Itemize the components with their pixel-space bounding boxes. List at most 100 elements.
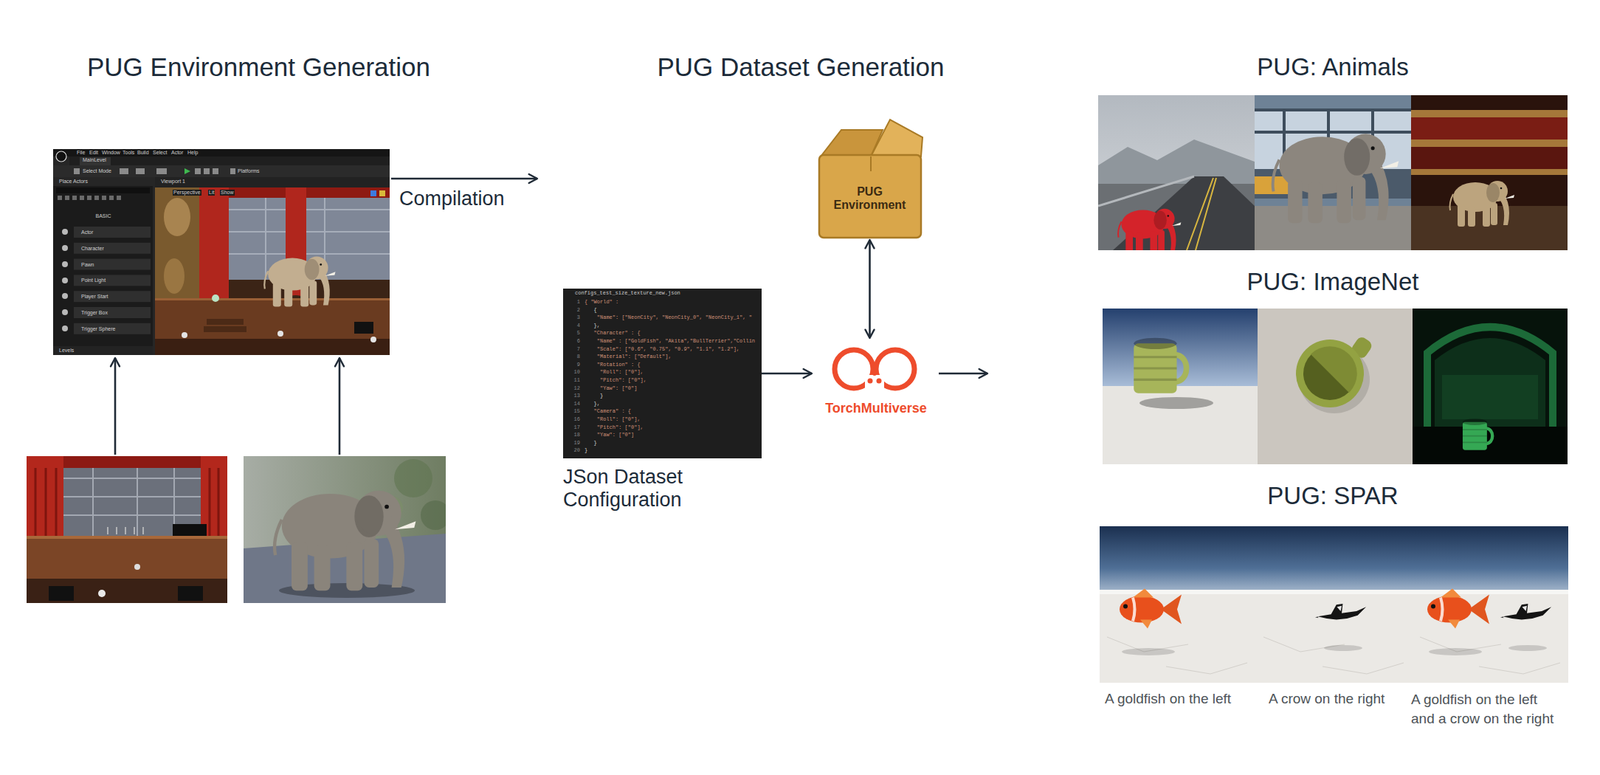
actor-list-item: Trigger Sphere: [81, 326, 116, 333]
menu-item: Build: [137, 149, 150, 156]
flow-arrow: [938, 372, 988, 375]
line-number: 8: [577, 353, 581, 361]
stage-image: [98, 589, 106, 598]
animals-image: [1098, 95, 1255, 254]
logo-mark: [872, 371, 877, 376]
editor-screenshot: [61, 245, 68, 251]
section-title: PUG Dataset Generation: [656, 51, 944, 83]
line-number: 14: [574, 400, 581, 408]
line-number: 17: [574, 424, 581, 431]
code-line: "Yaw": ["0"]: [597, 431, 634, 439]
panel-title: PUG: Animals: [1256, 52, 1409, 82]
code-line: },: [594, 400, 600, 408]
imagenet-image: [1434, 338, 1546, 427]
animals-image: [1254, 95, 1412, 251]
animals-image: [1411, 117, 1568, 140]
imagenet-image: [1257, 308, 1413, 465]
panel-heading: JSon Dataset Configuration: [563, 465, 757, 512]
spar-image: [1500, 603, 1552, 620]
flow-arrow: [391, 177, 538, 181]
code-line: },: [594, 322, 600, 330]
spar-image: [1427, 588, 1490, 629]
spar-image: [1119, 588, 1182, 629]
editor-screenshot: [61, 228, 68, 332]
section-title: PUG Environment Generation: [87, 51, 431, 83]
package-icon: [819, 119, 923, 238]
editor-screenshot: [101, 195, 107, 200]
package-icon: [819, 154, 922, 238]
editor-screenshot: [277, 330, 284, 337]
code-line: }: [594, 439, 598, 447]
list-heading: BASIC: [95, 213, 111, 220]
spar-image: [1107, 636, 1248, 674]
code-line: {: [594, 307, 598, 314]
animals-image: [1411, 109, 1568, 118]
logo-mark: [864, 374, 885, 395]
logo-mark: [834, 349, 915, 395]
editor-screenshot: [184, 168, 191, 175]
flow-arrow: [338, 357, 341, 455]
editor-screenshot: [73, 226, 151, 238]
connector-arrow: [761, 372, 812, 375]
stage-image: [26, 578, 228, 603]
code-line: "Rotation" : {: [597, 361, 641, 369]
spar-image: [1099, 589, 1257, 595]
editor-screenshot: [53, 177, 153, 186]
file-name: configs_test_size_texture_new.json: [574, 290, 681, 297]
spar-image: [1412, 526, 1569, 597]
editor-screenshot: [354, 321, 374, 334]
editor-screenshot: [73, 274, 151, 286]
editor-screenshot: [181, 294, 377, 343]
editor-screenshot: [212, 168, 219, 175]
line-number: 20: [574, 447, 581, 454]
editor-screenshot: [154, 338, 390, 355]
logo-node: TorchMultiverse: [811, 338, 941, 421]
line-number: 2: [577, 307, 581, 314]
package-icon: [870, 156, 872, 172]
code-line: "Roll": ["0"],: [600, 369, 644, 376]
stage-image: [177, 585, 203, 601]
editor-screenshot: [264, 256, 336, 307]
editor-screenshot: [119, 168, 129, 175]
editor-screenshot: [379, 190, 386, 197]
toolbar-item: Platforms: [237, 168, 260, 175]
editor-screenshot: [154, 187, 390, 355]
spar-image: [1099, 526, 1257, 683]
editor-screenshot: [181, 332, 188, 339]
viewport-option: Perspective: [172, 189, 202, 196]
panel-tab: Levels: [59, 347, 74, 354]
panel-tab: Viewport 1: [160, 178, 186, 185]
animals-image: [1254, 205, 1412, 251]
imagenet-image: [1133, 338, 1186, 394]
editor-screenshot: [230, 168, 236, 175]
flow-arrow: [115, 178, 988, 455]
editor-screenshot: [154, 187, 390, 355]
editor-screenshot: [211, 294, 220, 302]
image-caption: A goldfish on the left and a crow on the…: [1411, 690, 1563, 729]
elephant-image: [394, 459, 433, 498]
elephant-image: [243, 456, 446, 603]
editor-screenshot: [56, 151, 67, 162]
animals-image: [1411, 95, 1568, 251]
panel-tab: Place Actors: [59, 178, 88, 185]
connector-arrow: [868, 239, 871, 339]
editor-screenshot: [154, 177, 390, 188]
imagenet-image: [1310, 346, 1358, 393]
line-number: 7: [577, 346, 581, 353]
spar-image: [1256, 526, 1413, 597]
code-line: "Material": ["Default"],: [597, 353, 672, 361]
spar-image: [1256, 589, 1413, 595]
editor-screenshot: [370, 190, 377, 197]
spar-image: [1263, 636, 1404, 674]
imagenet-image: [1303, 346, 1357, 400]
editor-screenshot: [73, 168, 80, 175]
editor-screenshot: [72, 195, 77, 200]
editor-screenshot: [73, 307, 151, 319]
code-line: "Pitch": ["0"],: [600, 377, 647, 384]
actor-list-item: Trigger Box: [81, 309, 108, 316]
imagenet-image: [1412, 308, 1568, 465]
imagenet-image: [1412, 308, 1568, 465]
package-label: PUG Environment: [828, 185, 911, 212]
animals-image: [1411, 146, 1568, 170]
